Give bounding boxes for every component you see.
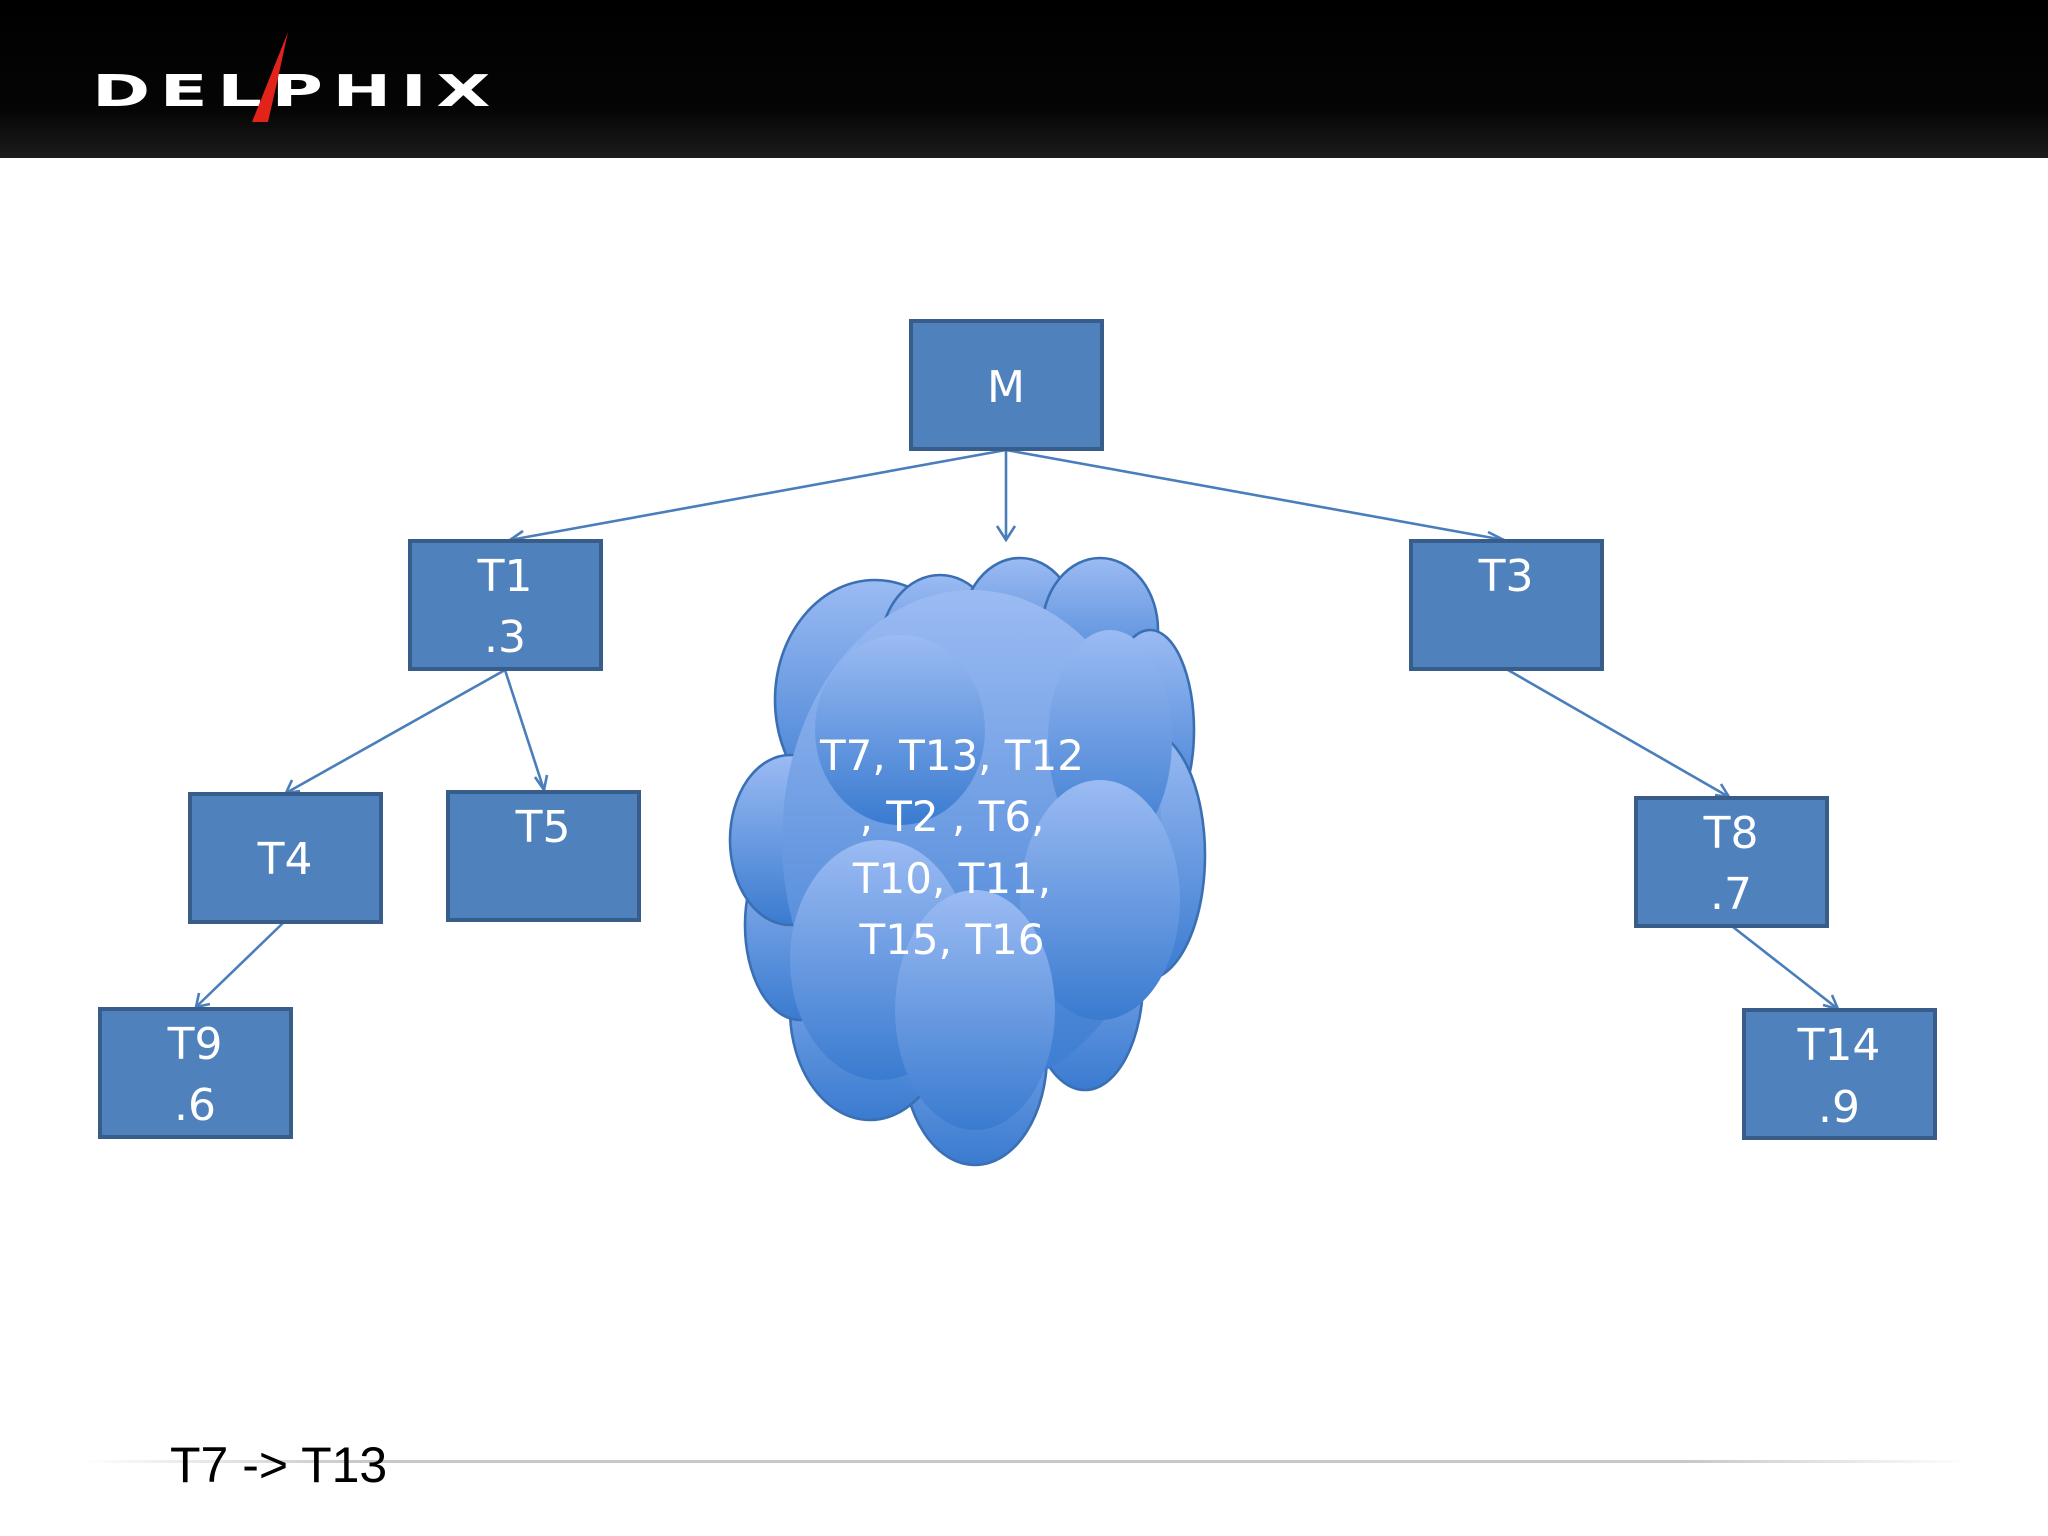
header-bar: DELPHIX [0, 0, 2048, 158]
node-t3: T3 [1409, 539, 1604, 671]
logo-red-swoosh-icon [252, 32, 288, 122]
node-t4: T4 [188, 792, 383, 924]
footer-divider [80, 1460, 1970, 1463]
node-t5-label: T5 [515, 802, 571, 853]
edge-m-t1 [509, 448, 1007, 542]
edge-t3-t8 [1507, 668, 1730, 799]
node-t9-label: T9 [167, 1019, 223, 1070]
edge-t1-t4 [285, 668, 506, 795]
node-t9: T9 .6 [98, 1007, 293, 1139]
footer-note: T7 -> T13 [170, 1437, 388, 1493]
cloud-line-4: T15, T16 [859, 915, 1045, 964]
node-t1-value: .3 [484, 612, 526, 663]
node-t14-label: T14 [1797, 1020, 1881, 1071]
cloud-shape [728, 556, 1207, 1167]
node-t1-label: T1 [477, 551, 533, 602]
edge-m-t3 [1005, 448, 1505, 542]
node-t8-value: .7 [1710, 869, 1752, 920]
edge-t1-t5 [503, 669, 546, 791]
node-t8: T8 .7 [1634, 796, 1829, 928]
node-t9-value: .6 [174, 1080, 216, 1131]
node-t5: T5 [446, 790, 641, 922]
node-t14: T14 .9 [1742, 1008, 1937, 1140]
edge-t4-t9 [195, 922, 284, 1008]
node-t14-value: .9 [1818, 1082, 1860, 1133]
cloud-line-1: T7, T13, T12 [819, 731, 1084, 780]
node-t1: T1 .3 [408, 539, 603, 671]
edge-t8-t14 [1732, 925, 1839, 1011]
node-t8-label: T8 [1703, 808, 1759, 859]
node-t3-label: T3 [1478, 551, 1534, 602]
node-m: M [909, 319, 1104, 451]
node-t4-label: T4 [257, 834, 313, 885]
cloud-text: T7, T13, T12 , T2 , T6, T10, T11, T15, T… [819, 731, 1084, 964]
arrowhead-cloud [995, 525, 1017, 543]
logo-wordmark: DELPHIX [92, 66, 500, 117]
delphix-logo: DELPHIX [92, 32, 500, 122]
cloud-line-2: , T2 , T6, [860, 792, 1045, 841]
node-m-label: M [987, 362, 1025, 413]
cloud-line-3: T10, T11, [852, 854, 1051, 903]
